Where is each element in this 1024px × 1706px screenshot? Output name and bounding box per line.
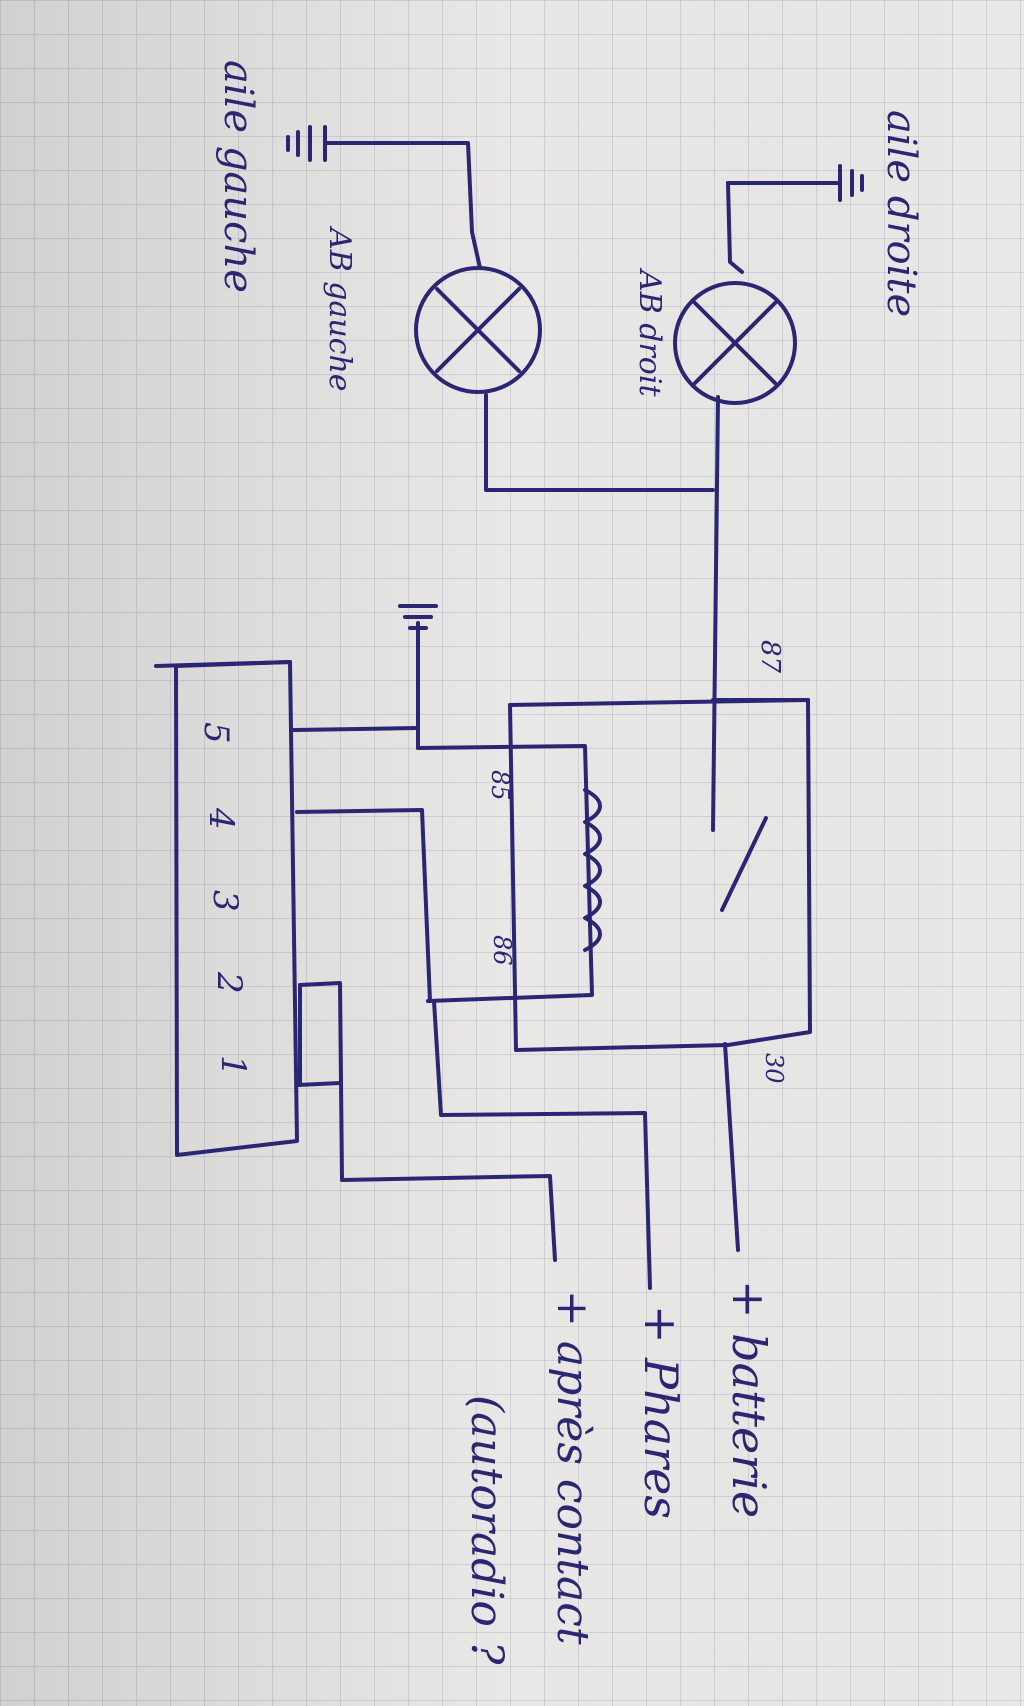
switch-pin-1: 1 <box>213 1055 253 1077</box>
relay-coil <box>583 788 602 952</box>
aile-gauche-label: aile gauche <box>215 60 261 293</box>
switch-pin-3: 3 <box>205 890 245 912</box>
switch-pin-5: 5 <box>196 722 236 744</box>
pin-86-label: 86 <box>488 935 516 966</box>
lamp-right <box>673 281 797 405</box>
batterie-label: + batterie <box>722 1280 776 1518</box>
autoradio-label: (autoradio ? <box>461 1395 512 1665</box>
switch-block <box>154 660 299 1157</box>
ab-droit-label: AB droit <box>632 267 667 397</box>
switch-pin-4: 4 <box>201 807 241 830</box>
phares-label: + Phares <box>634 1305 688 1519</box>
ab-gauche-label: AB gauche <box>322 225 357 392</box>
pin-30-label: 30 <box>760 1053 788 1084</box>
apres-contact-label: + après contact <box>547 1290 598 1645</box>
wires <box>292 141 812 1290</box>
pin-87-label: 87 <box>755 640 785 674</box>
pin-85-label: 85 <box>486 770 514 801</box>
aile-droite-label: aile droite <box>878 110 924 317</box>
switch-pin-2: 2 <box>209 971 249 994</box>
ground-symbol-right <box>726 164 864 202</box>
